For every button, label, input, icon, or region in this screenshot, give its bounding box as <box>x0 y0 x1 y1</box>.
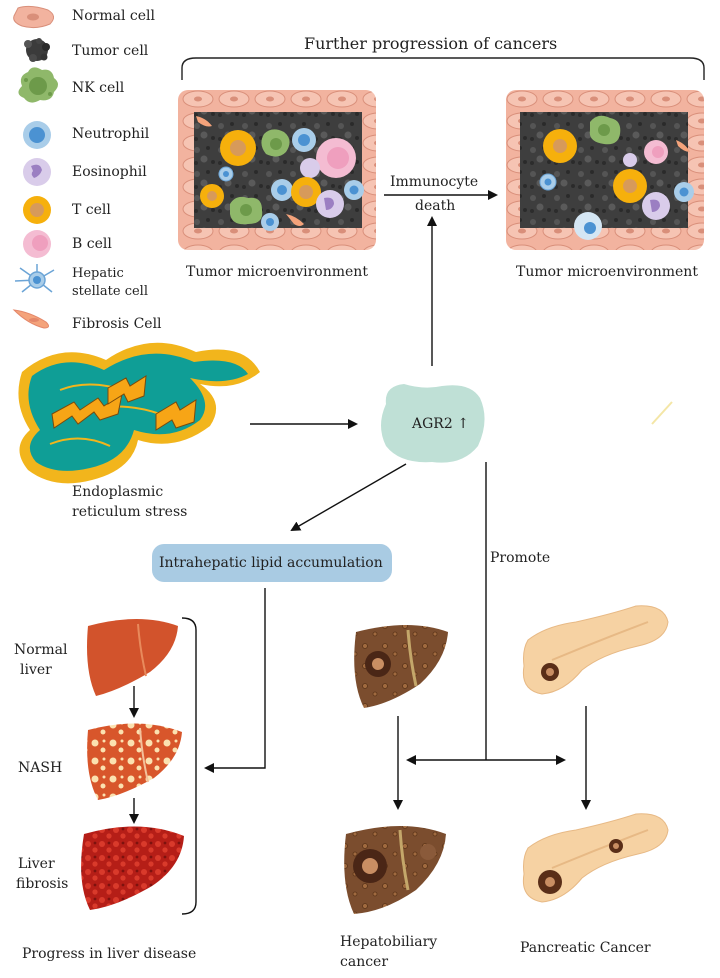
agr2-blob <box>381 384 485 463</box>
hcc-liver-bottom <box>344 826 446 914</box>
connector-arrows <box>129 190 591 824</box>
pancreas-bottom <box>522 813 669 903</box>
legend-normal-cell: Normal cell <box>72 8 156 24</box>
er-stress-illustration <box>18 342 260 484</box>
legend-nk-cell: NK cell <box>72 80 125 96</box>
legend-eosinophil: Eosinophil <box>72 164 147 180</box>
normal-liver-label-1: Normal <box>14 642 68 658</box>
tumor-cell-icon <box>24 38 50 62</box>
hepatobiliary-label-2: cancer <box>340 954 389 970</box>
legend-b-cell: B cell <box>72 236 112 252</box>
legend-tumor-cell: Tumor cell <box>72 43 149 59</box>
er-stress-label-2: reticulum stress <box>72 504 188 520</box>
further-progression-label: Further progression of cancers <box>304 34 558 53</box>
arrow-lipid-to-liver <box>204 588 266 773</box>
pancreas-top <box>522 605 669 695</box>
normal-cell-icon <box>13 5 54 29</box>
nash-label: NASH <box>18 760 63 776</box>
promote-label: Promote <box>490 550 551 566</box>
fibrosis-liver-illustration <box>81 826 184 910</box>
death-label: death <box>415 198 456 214</box>
legend-fibrosis-cell: Fibrosis Cell <box>72 316 162 332</box>
b-cell-icon <box>23 230 51 258</box>
immunocyte-label: Immunocyte <box>390 174 479 190</box>
legend-icons <box>12 5 59 329</box>
agr2-text: AGR2 <box>412 416 453 432</box>
hcc-liver-top <box>354 625 448 708</box>
tme-left <box>178 90 376 250</box>
er-stress-label-1: Endoplasmic <box>72 484 164 500</box>
arrow-agr2-to-lipid <box>290 463 407 532</box>
tme-left-label: Tumor microenvironment <box>186 264 368 280</box>
nash-liver-illustration <box>87 723 182 800</box>
agr2-label: AGR2 ↑ <box>412 416 469 433</box>
t-cell-icon <box>23 196 51 224</box>
legend-t-cell: T cell <box>72 202 111 218</box>
legend-stellate-cell: stellate cell <box>72 284 148 299</box>
nk-cell-icon <box>18 67 59 103</box>
legend-hepatic: Hepatic <box>72 266 124 281</box>
liver-fibrosis-label-1: Liver <box>18 856 55 872</box>
pancreatic-cancer-label: Pancreatic Cancer <box>520 940 651 956</box>
normal-liver-illustration <box>87 619 178 696</box>
liver-fibrosis-label-2: fibrosis <box>16 876 69 892</box>
liver-disease-bracket <box>181 617 197 915</box>
progress-liver-disease-label: Progress in liver disease <box>22 946 197 962</box>
lipid-box <box>152 544 392 582</box>
eosinophil-icon <box>23 158 51 186</box>
lipid-label: Intrahepatic lipid accumulation <box>159 555 383 571</box>
hepatic-stellate-cell-icon <box>14 264 55 293</box>
fibrosis-cell-icon <box>12 309 50 329</box>
tme-right-label: Tumor microenvironment <box>516 264 698 280</box>
hepatobiliary-label-1: Hepatobiliary <box>340 934 438 950</box>
normal-liver-label-2: liver <box>20 662 52 678</box>
progression-bracket <box>181 57 705 80</box>
tme-right <box>506 90 704 250</box>
agr2-up-arrow: ↑ <box>457 416 469 432</box>
neutrophil-icon <box>23 121 51 149</box>
legend-neutrophil: Neutrophil <box>72 126 150 142</box>
